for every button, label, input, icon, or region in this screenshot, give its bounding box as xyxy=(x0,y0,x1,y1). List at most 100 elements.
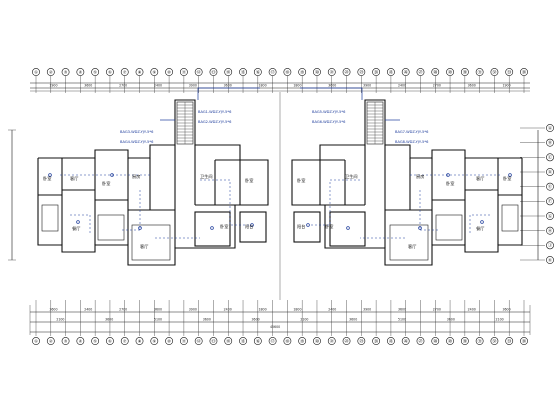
axis-bubble xyxy=(416,337,425,345)
panel-label: BAG7-WDZ-YJY-5*6 xyxy=(395,130,429,134)
axis-bubble xyxy=(61,337,70,345)
axis-label: ② xyxy=(49,69,53,74)
axis-bubble xyxy=(327,68,336,76)
axis-label: ⑬ xyxy=(211,337,215,343)
room-label: 卫生间 xyxy=(200,173,213,180)
axis-bubble xyxy=(283,337,292,345)
axis-label: ㉖ xyxy=(404,337,408,343)
axis-bubble xyxy=(546,124,554,132)
axis-bubble xyxy=(546,153,554,162)
axis-label: ㉑ xyxy=(330,68,334,74)
axis-label: ⑭ xyxy=(226,68,230,74)
axis-label: ㉜ xyxy=(492,68,496,74)
dimension-text: 1800 xyxy=(259,308,267,312)
dimension-text: 5100 xyxy=(154,318,162,322)
dimension-text: 5100 xyxy=(398,318,406,322)
panel-label: BAG2-WDZ-YJY-5*6 xyxy=(198,120,232,124)
axis-bubble xyxy=(387,68,395,76)
axis-label: ⑯ xyxy=(256,337,260,343)
axis-bubble xyxy=(76,68,85,76)
axis-label: ㉔ xyxy=(374,68,378,74)
right-wing-walls xyxy=(291,99,523,266)
axis-bubble xyxy=(239,68,247,76)
dimension-text: 2400 xyxy=(154,84,162,88)
dimension-text: 3600 xyxy=(503,308,511,312)
axis-label: Ⓐ xyxy=(548,124,552,130)
dimension-text: 3600 xyxy=(252,318,260,322)
room-label: 阳台 xyxy=(297,223,305,230)
axis-label: ⑥ xyxy=(108,69,112,74)
axis-label: ㉒ xyxy=(345,337,349,343)
axis-label: ④ xyxy=(79,69,83,74)
room-label: 客厅 xyxy=(70,175,78,182)
axis-label: ④ xyxy=(79,338,83,343)
dimension-text: 1800 xyxy=(293,84,301,88)
room-labels: 卧室 客厅 卧室 厨房 餐厅 客厅 卫生间 卧室 卧室 阳台 卧室 客厅 卧室 … xyxy=(43,173,511,250)
axis-bubble xyxy=(546,212,554,220)
axis-bubble xyxy=(342,68,351,76)
room-label: 厨房 xyxy=(416,173,424,180)
room-label: 客厅 xyxy=(476,175,484,182)
axis-label: ⑮ xyxy=(241,337,245,343)
axis-bubble xyxy=(179,337,188,345)
axis-label: ⑤ xyxy=(93,338,97,343)
axis-bubble xyxy=(32,68,40,76)
axis-bubble xyxy=(446,337,454,345)
axis-bubble xyxy=(268,337,277,345)
axis-bubble xyxy=(135,68,144,76)
axis-bubble xyxy=(194,68,203,76)
wiring-left xyxy=(48,87,260,239)
axis-bubble xyxy=(546,226,554,235)
panel-label: BAG4-WDZ-YJY-5*6 xyxy=(120,140,154,144)
dimension-text: 1800 xyxy=(293,308,301,312)
room-label: 卧室 xyxy=(325,223,333,230)
dimension-text: 3600 xyxy=(84,84,92,88)
dimension-text: 3900 xyxy=(363,84,371,88)
axis-label: Ⓕ xyxy=(548,198,552,204)
bottom-dimension-lines: 45600 xyxy=(29,305,531,335)
left-wing-walls xyxy=(37,99,269,266)
axis-label: ⑳ xyxy=(315,68,319,74)
axis-label: ㉓ xyxy=(359,337,363,343)
axis-bubble xyxy=(150,68,159,76)
axis-label: Ⓖ xyxy=(548,212,552,218)
axis-label: ㉜ xyxy=(492,337,496,343)
axis-bubble xyxy=(209,68,218,76)
dimension-text: 3600 xyxy=(105,318,113,322)
dimension-text: 2700 xyxy=(119,84,127,88)
axis-bubble xyxy=(239,337,247,345)
panel-label: BAG6-WDZ-YJY-5*6 xyxy=(312,120,346,124)
axis-label: ㉙ xyxy=(448,337,452,343)
axis-bubble xyxy=(520,337,528,345)
dimension-text: 3900 xyxy=(189,308,197,312)
axis-label: ㉑ xyxy=(330,337,334,343)
axis-label: ㉛ xyxy=(478,337,482,343)
axis-bubble xyxy=(253,68,262,76)
axis-label: ⑪ xyxy=(182,68,186,74)
axis-bubble xyxy=(298,68,307,76)
axis-label: ⑤ xyxy=(93,69,97,74)
axis-bubble xyxy=(431,337,440,345)
axis-label: ⑱ xyxy=(285,68,289,74)
axis-label: Ⓚ xyxy=(548,256,552,262)
axis-label: Ⓗ xyxy=(548,227,552,233)
dimension-text: 3600 xyxy=(154,308,162,312)
axis-label: ㉝ xyxy=(507,337,511,343)
axis-label: ⑧ xyxy=(138,69,142,74)
axis-label: ⑬ xyxy=(211,68,215,74)
dimension-text: 2100 xyxy=(496,318,504,322)
room-label: 卧室 xyxy=(102,180,110,187)
axis-bubble xyxy=(546,256,554,264)
axis-label: ⑩ xyxy=(167,338,171,343)
top-dimension-lines xyxy=(30,82,530,92)
dimension-text: 2400 xyxy=(84,308,92,312)
axis-bubble xyxy=(372,68,381,76)
axis-bubble xyxy=(61,68,70,76)
axis-bubble xyxy=(32,337,40,345)
axis-label: ㉖ xyxy=(404,68,408,74)
axis-bubble xyxy=(268,68,277,76)
axis-label: ⑥ xyxy=(108,338,112,343)
